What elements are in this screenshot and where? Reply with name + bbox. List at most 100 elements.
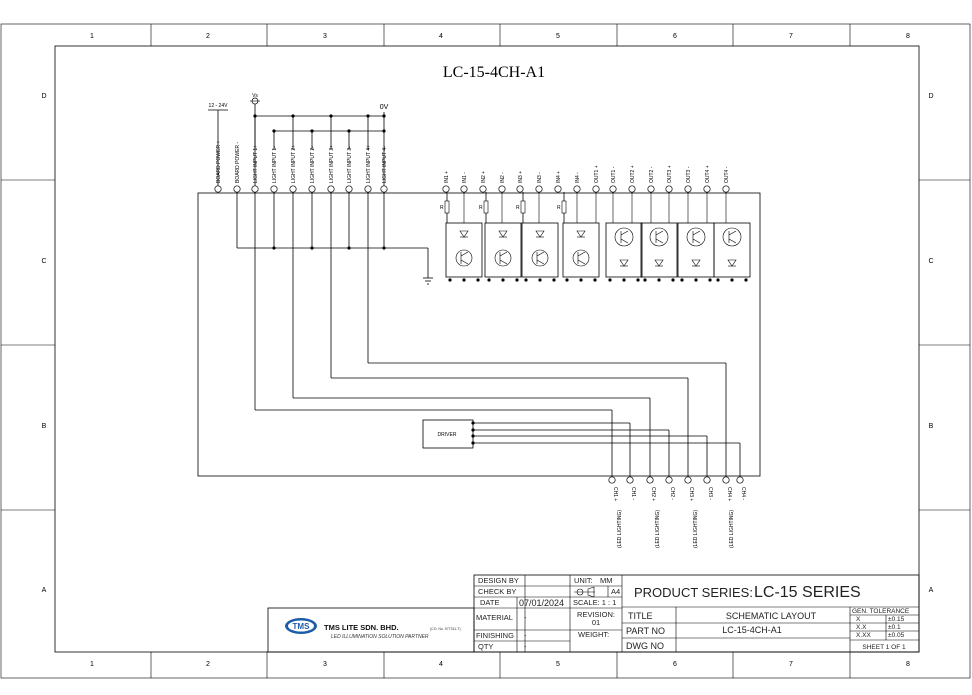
- unit-value: MM: [600, 576, 613, 585]
- channel-pin-label: CH4 -: [740, 487, 746, 500]
- revision-value: 01: [592, 618, 600, 627]
- column-number: 7: [789, 33, 793, 40]
- finishing-value: -: [524, 631, 527, 640]
- paper-size: A4: [611, 587, 620, 596]
- input-pin-terminal: [214, 185, 222, 193]
- junction-dot: [462, 278, 466, 282]
- input-pin-label: LIGHT INPUT 2-: [310, 146, 316, 183]
- opto-module: [605, 222, 643, 282]
- input-pin-terminal: [345, 185, 353, 193]
- input-pin-label: LIGHT INPUT 1+: [253, 145, 259, 183]
- signal-wires: [236, 192, 741, 476]
- channel-pin-terminal: [646, 476, 654, 484]
- vs-label: Vs: [252, 93, 258, 99]
- company-tagline: LED ILLUMINATION SOLUTION PARTNER: [331, 634, 429, 640]
- module-pin-terminal: [684, 185, 692, 193]
- module-pin-terminal: [460, 185, 468, 193]
- junction-dot: [310, 246, 314, 250]
- channel-pin-label: CH3 +: [688, 487, 694, 501]
- junction-dot: [515, 278, 519, 282]
- revision-label: REVISION:: [577, 610, 615, 619]
- module-pin-label: IN1 +: [444, 171, 450, 183]
- gen-tolerance-label: GEN. TOLERANCE: [852, 608, 910, 615]
- module-pin-terminal: [703, 185, 711, 193]
- finishing-label: FINISHING: [476, 631, 514, 640]
- module-pin-terminal: [442, 185, 450, 193]
- column-number: 2: [206, 33, 210, 40]
- tolerance-value: ±0.15: [888, 616, 905, 623]
- company-logo-text: TMS: [293, 622, 311, 631]
- junction-dot: [716, 278, 720, 282]
- channel-pin-label: CH1 +: [612, 487, 618, 501]
- module-pin-label: OUT3 +: [667, 165, 673, 183]
- junction-dot: [253, 114, 257, 118]
- row-letter: D: [41, 93, 46, 100]
- zero-v-label: 0V: [380, 104, 389, 111]
- input-pin-label: BOARD POWER -: [235, 142, 241, 183]
- drawing-title: LC-15-4CH-A1: [443, 64, 545, 81]
- channel-pin-terminal: [722, 476, 730, 484]
- led-icon: [535, 230, 545, 238]
- product-series-value: LC-15 SERIES: [754, 584, 861, 601]
- part-no-value: LC-15-4CH-A1: [722, 625, 782, 635]
- qty-label: QTY: [478, 642, 493, 651]
- phototransistor-icon: [572, 249, 590, 267]
- tolerance-value: ±0.1: [888, 624, 901, 631]
- input-pin-label: LIGHT INPUT 4+: [366, 145, 372, 183]
- qty-value: -: [524, 642, 527, 651]
- row-letter: A: [42, 587, 47, 594]
- module-pin-label: OUT2 -: [649, 166, 655, 183]
- company-logo-icon: [285, 618, 317, 634]
- input-pin-label: LIGHT INPUT 3-: [347, 146, 353, 183]
- led-icon: [576, 230, 586, 238]
- junction-dot: [272, 246, 276, 250]
- check-by-label: CHECK BY: [478, 587, 516, 596]
- junction-dot: [291, 114, 295, 118]
- junction-dot: [329, 114, 333, 118]
- channel-group-label: (LED LIGHTING): [617, 510, 623, 548]
- opto-module: R: [557, 192, 600, 282]
- module-pin-label: OUT1 -: [611, 166, 617, 183]
- input-pin-terminal: [308, 185, 316, 193]
- resistor: [483, 200, 489, 214]
- junction-dot: [501, 278, 505, 282]
- date-label: DATE: [480, 598, 499, 607]
- module-pin-label: IN4 +: [556, 171, 562, 183]
- column-number: 8: [906, 661, 910, 668]
- input-pin-terminal: [233, 185, 241, 193]
- transistor-icon: [686, 227, 706, 247]
- junction-dot: [657, 278, 661, 282]
- module-pin-label: IN2 -: [500, 172, 506, 183]
- sheet-number: SHEET 1 OF 1: [862, 644, 906, 651]
- scale: SCALE: 1 : 1: [573, 598, 616, 607]
- channel-pin-terminal: [736, 476, 744, 484]
- material-value: -: [524, 613, 527, 622]
- unit-label: UNIT:: [574, 576, 593, 585]
- channel-connector: CH1 +CH1 -CH2 +CH2 -CH3 +CH3 -CH4 +CH4 -…: [608, 476, 746, 548]
- module-pin-label: OUT4 -: [724, 166, 730, 183]
- junction-dot: [272, 129, 276, 133]
- resistor: [520, 200, 526, 214]
- module-pin-terminal: [573, 185, 581, 193]
- column-number: 1: [90, 661, 94, 668]
- row-letter: B: [42, 423, 47, 430]
- input-pin-terminal: [251, 185, 259, 193]
- junction-dot: [579, 278, 583, 282]
- column-number: 3: [323, 33, 327, 40]
- junction-dot: [347, 129, 351, 133]
- outer-border: [0, 23, 971, 679]
- weight-label: WEIGHT:: [578, 630, 609, 639]
- junction-dot: [680, 278, 684, 282]
- junction-dot: [565, 278, 569, 282]
- junction-dot: [593, 278, 597, 282]
- opto-module: R: [516, 192, 559, 282]
- input-pin-terminal: [289, 185, 297, 193]
- module-pin-terminal: [516, 185, 524, 193]
- date-value: 07/01/2024: [519, 598, 564, 608]
- column-number: 1: [90, 33, 94, 40]
- column-number: 6: [673, 33, 677, 40]
